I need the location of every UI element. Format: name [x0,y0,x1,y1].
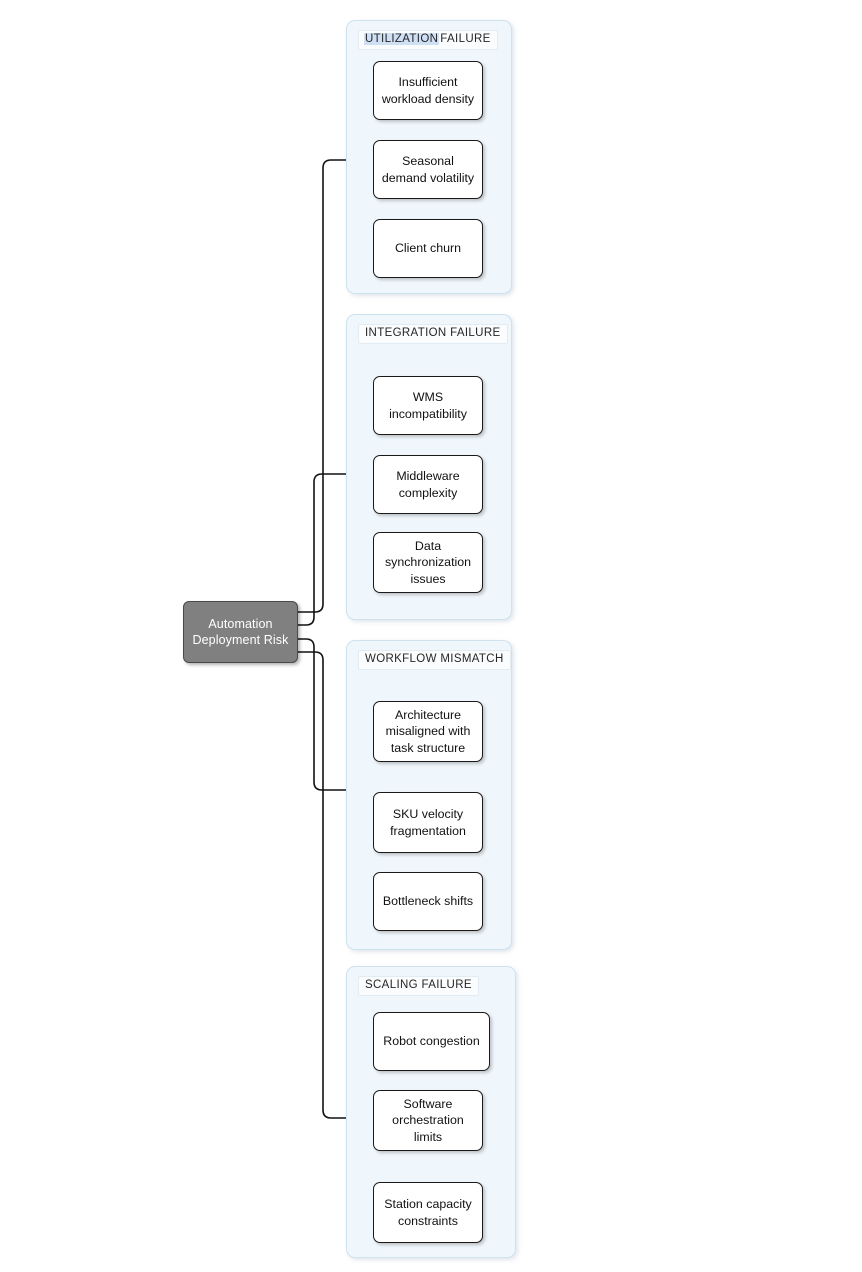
group-header-plain-text: WORKFLOW MISMATCH [365,653,504,665]
leaf-node[interactable]: SKU velocity fragmentation [373,792,483,853]
leaf-node[interactable]: Bottleneck shifts [373,872,483,931]
leaf-node-label: Insufficient workload density [381,75,475,106]
connector-workflow-mismatch [297,638,348,791]
leaf-node[interactable]: Architecture misaligned with task struct… [373,701,483,762]
group-header-scaling-failure[interactable]: SCALING FAILURE [358,976,479,996]
leaf-node[interactable]: Seasonal demand volatility [373,140,483,199]
leaf-node[interactable]: Data synchronization issues [373,532,483,593]
group-header-plain-text: SCALING FAILURE [365,979,472,991]
leaf-node[interactable]: Insufficient workload density [373,61,483,120]
leaf-node-label: Station capacity constraints [384,1197,472,1228]
connector-utilization-failure [297,159,348,613]
group-header-workflow-mismatch[interactable]: WORKFLOW MISMATCH [358,650,511,670]
group-header-plain-text: FAILURE [440,33,491,45]
root-node-automation-deployment-risk[interactable]: Automation Deployment Risk [183,601,298,663]
leaf-node-label: WMS incompatibility [389,390,467,421]
leaf-node-label: Software orchestration limits [392,1096,464,1144]
leaf-node-label: Architecture misaligned with task struct… [385,707,471,755]
group-header-plain-text: INTEGRATION FAILURE [365,327,501,339]
leaf-node-label: SKU velocity fragmentation [390,807,466,838]
leaf-node-label: Bottleneck shifts [382,894,474,909]
leaf-node[interactable]: Robot congestion [373,1012,490,1071]
group-header-highlighted-text: UTILIZATION [364,33,440,45]
leaf-node[interactable]: Middleware complexity [373,455,483,514]
connector-integration-failure [297,473,348,626]
leaf-node[interactable]: Station capacity constraints [373,1182,483,1243]
connector-scaling-failure [297,651,348,1119]
root-node-label: Automation Deployment Risk [192,617,289,647]
leaf-node[interactable]: WMS incompatibility [373,376,483,435]
leaf-node[interactable]: Client churn [373,219,483,278]
leaf-node-label: Client churn [394,241,462,256]
leaf-node-label: Data synchronization issues [384,538,472,586]
leaf-node-label: Middleware complexity [396,469,460,500]
leaf-node-label: Seasonal demand volatility [381,154,475,185]
leaf-node-label: Robot congestion [383,1034,480,1049]
group-header-integration-failure[interactable]: INTEGRATION FAILURE [358,324,508,344]
leaf-node[interactable]: Software orchestration limits [373,1090,483,1151]
